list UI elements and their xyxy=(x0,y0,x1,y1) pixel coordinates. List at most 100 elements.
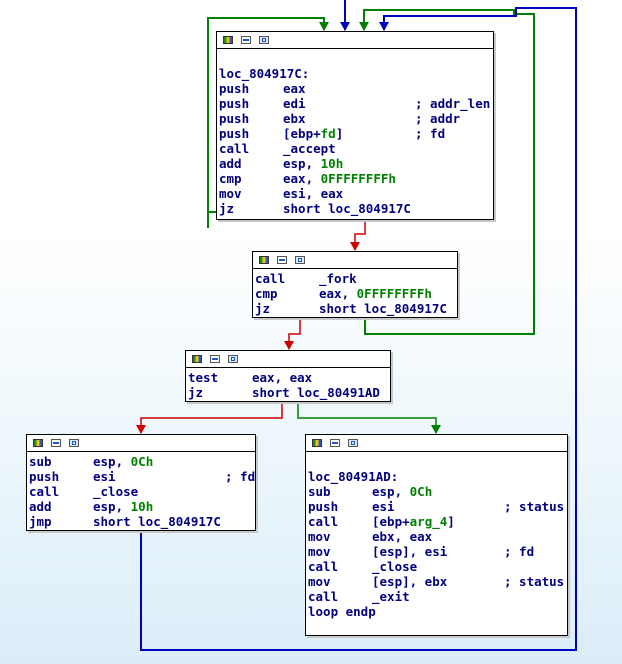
mnemonic[interactable]: add xyxy=(219,156,242,171)
mnemonic[interactable]: push xyxy=(29,469,60,484)
graph-color-icon[interactable] xyxy=(192,355,202,363)
block-view-icon[interactable] xyxy=(69,439,79,447)
instruction-line[interactable]: call _exit xyxy=(308,589,567,604)
operand[interactable]: esp, 0Ch xyxy=(93,454,153,469)
code-label[interactable]: loc_80491AD: xyxy=(308,469,567,484)
mnemonic[interactable]: call xyxy=(308,589,339,604)
rename-icon[interactable] xyxy=(210,355,220,363)
operand[interactable]: eax, 0FFFFFFFFh xyxy=(319,286,432,301)
mnemonic[interactable]: mov xyxy=(308,574,331,589)
graph-color-icon[interactable] xyxy=(223,36,233,44)
mnemonic[interactable]: sub xyxy=(308,484,331,499)
operand[interactable]: _close xyxy=(372,559,417,574)
mnemonic[interactable]: cmp xyxy=(219,171,242,186)
mnemonic[interactable]: jmp xyxy=(29,514,52,529)
label-text[interactable]: loc_804917C: xyxy=(219,66,310,81)
operand[interactable]: eax, 0FFFFFFFFh xyxy=(283,171,396,186)
mnemonic[interactable]: mov xyxy=(219,186,242,201)
instruction-line[interactable]: mov[esp], ebx; status xyxy=(308,574,567,589)
mnemonic[interactable]: call xyxy=(308,514,339,529)
operand[interactable]: [esp], ebx xyxy=(372,574,447,589)
instruction-line[interactable]: test eax, eax xyxy=(188,370,390,385)
mnemonic[interactable]: push xyxy=(219,81,250,96)
operand[interactable]: eax, eax xyxy=(252,370,312,385)
instruction-line[interactable]: push[ebp+fd]; fd xyxy=(219,126,493,141)
operand[interactable]: short loc_804917C xyxy=(93,514,221,529)
operand[interactable]: short loc_804917C xyxy=(319,301,447,316)
operand[interactable]: edi xyxy=(283,96,306,111)
operand[interactable]: _accept xyxy=(283,141,336,156)
mnemonic[interactable]: add xyxy=(29,499,52,514)
block-view-icon[interactable] xyxy=(259,36,269,44)
mnemonic[interactable]: mov xyxy=(308,529,331,544)
operand[interactable]: eax xyxy=(283,81,306,96)
operand[interactable]: [esp], esi xyxy=(372,544,447,559)
mnemonic[interactable]: push xyxy=(308,499,339,514)
operand[interactable]: [ebp+fd] xyxy=(283,126,343,141)
instruction-line[interactable]: call _accept xyxy=(219,141,493,156)
instruction-line[interactable]: mov esi, eax xyxy=(219,186,493,201)
mnemonic[interactable]: push xyxy=(219,111,250,126)
instruction-line[interactable]: call _close xyxy=(308,559,567,574)
instruction-line[interactable]: jz short loc_80491AD xyxy=(188,385,390,400)
operand-variable[interactable]: arg_4 xyxy=(409,514,448,529)
block-view-icon[interactable] xyxy=(228,355,238,363)
operand[interactable]: short loc_80491AD xyxy=(252,385,380,400)
mnemonic[interactable]: call xyxy=(255,271,286,286)
rename-icon[interactable] xyxy=(51,439,61,447)
label-text[interactable]: loop endp xyxy=(308,604,376,619)
rename-icon[interactable] xyxy=(277,256,287,264)
block-view-icon[interactable] xyxy=(348,439,358,447)
block-view-icon[interactable] xyxy=(295,256,305,264)
instruction-line[interactable]: call_close xyxy=(29,484,255,499)
mnemonic[interactable]: test xyxy=(188,370,219,385)
rename-icon[interactable] xyxy=(241,36,251,44)
operand[interactable]: esi xyxy=(93,469,116,484)
operand-variable[interactable]: fd xyxy=(320,126,336,141)
mnemonic[interactable]: sub xyxy=(29,454,52,469)
operand[interactable]: short loc_804917C xyxy=(283,201,411,216)
operand[interactable]: [ebp+arg_4] xyxy=(372,514,455,529)
mnemonic[interactable]: jz xyxy=(188,385,204,400)
mnemonic[interactable]: mov xyxy=(308,544,331,559)
instruction-line[interactable]: jz short loc_804917C xyxy=(255,301,457,316)
operand[interactable]: _close xyxy=(93,484,138,499)
instruction-line[interactable]: push eax xyxy=(219,81,493,96)
operand[interactable]: _fork xyxy=(319,271,357,286)
instruction-line[interactable]: cmp eax, 0FFFFFFFFh xyxy=(219,171,493,186)
code-block-test[interactable]: test eax, eax jz short loc_80491AD xyxy=(185,350,391,402)
mnemonic[interactable]: push xyxy=(219,126,250,141)
operand[interactable]: _exit xyxy=(372,589,410,604)
rename-icon[interactable] xyxy=(330,439,340,447)
mnemonic[interactable]: call xyxy=(219,141,250,156)
operand[interactable]: ebx, eax xyxy=(372,529,432,544)
instruction-line[interactable]: call [ebp+arg_4] xyxy=(308,514,567,529)
mnemonic[interactable]: cmp xyxy=(255,286,278,301)
operand[interactable]: esi xyxy=(372,499,395,514)
instruction-line[interactable]: call _fork xyxy=(255,271,457,286)
code-label[interactable]: loc_804917C: xyxy=(219,66,493,81)
instruction-line[interactable]: mov ebx, eax xyxy=(308,529,567,544)
instruction-line[interactable]: mov[esp], esi; fd xyxy=(308,544,567,559)
graph-color-icon[interactable] xyxy=(312,439,322,447)
mnemonic[interactable]: jz xyxy=(255,301,271,316)
instruction-line[interactable]: jz short loc_804917C xyxy=(219,201,493,216)
instruction-line[interactable]: jmp short loc_804917C xyxy=(29,514,255,529)
instruction-line[interactable]: sub esp, 0Ch xyxy=(29,454,255,469)
instruction-line[interactable]: cmp eax, 0FFFFFFFFh xyxy=(255,286,457,301)
code-label[interactable]: loop endp xyxy=(308,604,567,619)
operand[interactable]: ebx xyxy=(283,111,306,126)
mnemonic[interactable]: jz xyxy=(219,201,235,216)
mnemonic[interactable]: call xyxy=(308,559,339,574)
operand[interactable]: esp, 10h xyxy=(283,156,343,171)
operand[interactable]: esi, eax xyxy=(283,186,343,201)
